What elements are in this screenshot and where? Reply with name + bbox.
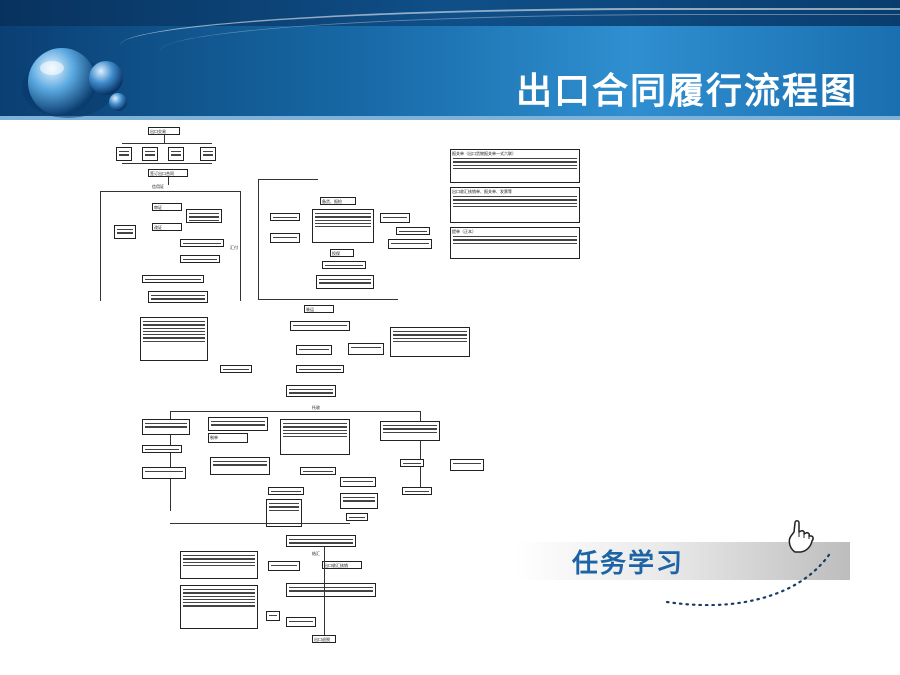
node-prep-1 — [116, 147, 132, 161]
node-tax-refund: 出口退税 — [312, 635, 336, 643]
node-customs — [316, 275, 374, 289]
node-mid-c — [142, 275, 204, 283]
node-center-g — [346, 513, 368, 521]
connector — [258, 299, 398, 300]
node-prep-3 — [168, 147, 184, 161]
node-center-e — [266, 499, 302, 527]
connector — [122, 143, 212, 144]
node-sign-contract: 签订出口合同 — [148, 169, 188, 177]
node-ship-mid6 — [286, 385, 336, 397]
node-check-lc: 审证 — [152, 203, 182, 211]
node-center-d — [340, 477, 376, 487]
connector — [324, 547, 325, 635]
node-collection — [208, 417, 268, 431]
task-label: 任务学习 — [572, 549, 685, 579]
node-lc-detail — [186, 209, 222, 223]
node-summary — [148, 291, 208, 303]
node-right-c — [402, 487, 432, 495]
connector — [420, 411, 421, 491]
node-settle-3 — [286, 617, 316, 627]
side-note-bill: 提单（正本） — [450, 227, 580, 259]
node-right-b — [450, 459, 484, 471]
node-settle-label: 结汇 — [312, 551, 320, 556]
node-make-docs: 制单 — [208, 433, 248, 443]
page-title: 出口合同履行流程图 — [515, 71, 858, 112]
node-ship-left — [140, 317, 208, 361]
node-ship-mid4 — [296, 365, 344, 373]
node-settle-left-2 — [180, 585, 258, 629]
node-prepare-goods: 备货、报检 — [320, 197, 356, 205]
node-amend-lc: 改证 — [152, 223, 182, 231]
connector — [258, 179, 259, 299]
globe-decoration-icon — [22, 48, 127, 118]
node-verify-side — [268, 561, 300, 571]
node-payment-diamond: 信用证 — [152, 184, 164, 189]
node-prep-2 — [142, 147, 158, 161]
node-ship-a — [380, 213, 410, 223]
node-settle-left — [180, 551, 258, 579]
node-settle-1 — [286, 535, 356, 547]
header-decor-curve — [120, 8, 900, 70]
node-ship-mid3 — [348, 343, 384, 355]
connector — [170, 411, 420, 412]
connector — [122, 163, 212, 164]
node-mid-a — [180, 239, 224, 247]
connector — [240, 191, 241, 301]
connector — [164, 135, 165, 143]
node-ship: 装运 — [304, 305, 334, 313]
node-center-a — [210, 457, 270, 475]
node-center-f — [340, 493, 378, 509]
branch-tt: 汇付 — [230, 245, 238, 250]
node-left-b — [142, 467, 186, 479]
node-left-doc — [270, 213, 300, 221]
node-inspection — [312, 209, 374, 243]
node-verify: 出口收汇核销 — [322, 561, 362, 569]
node-center-b — [300, 467, 336, 475]
connector — [170, 411, 171, 511]
node-tax-side — [266, 611, 280, 621]
branch-diamond: 托收 — [312, 405, 320, 410]
node-settle-2 — [286, 583, 376, 597]
connector — [258, 179, 318, 180]
node-center-c — [268, 487, 304, 495]
node-ship-c — [388, 239, 432, 249]
node-left-side — [114, 225, 136, 239]
node-ship-mid2 — [296, 345, 332, 355]
node-bank — [280, 419, 350, 455]
pointing-hand-icon — [788, 520, 814, 553]
node-lc-docs — [142, 419, 190, 435]
node-right-a — [400, 459, 424, 467]
node-ship-mid — [290, 321, 350, 331]
node-insurance: 投保 — [330, 249, 354, 257]
dotted-arc-decoration — [665, 550, 833, 606]
flowchart-image: 出口交易 签订出口合同 信用证 审证 改证 汇付 备货、报检 投保 报关单（出口… — [90, 127, 583, 650]
node-tt-docs — [380, 421, 440, 441]
slide-header: 出口合同履行流程图 — [0, 0, 900, 120]
side-note-customs: 报关单（出口货物报关单一式六联） — [450, 149, 580, 183]
node-ship-right — [390, 327, 470, 357]
connector — [100, 191, 101, 301]
node-export-trade: 出口交易 — [148, 127, 180, 135]
node-left-doc-2 — [270, 233, 300, 243]
header-bottom-rule — [0, 116, 900, 120]
connector — [168, 177, 169, 185]
task-learning-banner: 任务学习 — [515, 520, 850, 606]
side-note-verification: 出口收汇核销单、报关单、发票等 — [450, 187, 580, 223]
node-mid-b — [180, 255, 220, 263]
node-mid-doc — [322, 261, 366, 269]
node-left-a — [142, 445, 182, 453]
connector — [170, 523, 350, 524]
node-ship-mid5 — [220, 365, 252, 373]
connector — [100, 191, 240, 192]
node-ship-b — [396, 227, 430, 235]
node-prep-4 — [200, 147, 216, 161]
